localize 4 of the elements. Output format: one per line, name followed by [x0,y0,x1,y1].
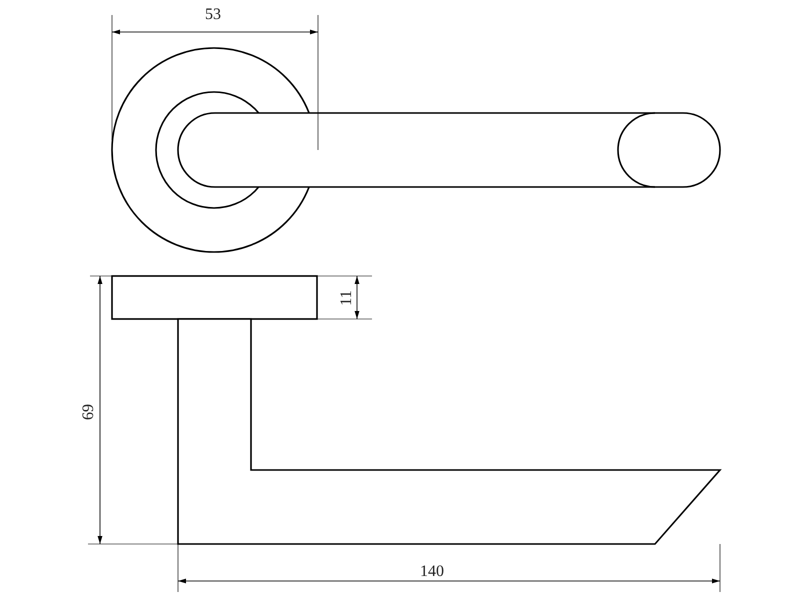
dimension-label: 11 [339,290,355,306]
dimension-label: 53 [205,7,221,23]
dimension-label: 69 [81,404,97,420]
dimension-label: 140 [420,564,444,580]
